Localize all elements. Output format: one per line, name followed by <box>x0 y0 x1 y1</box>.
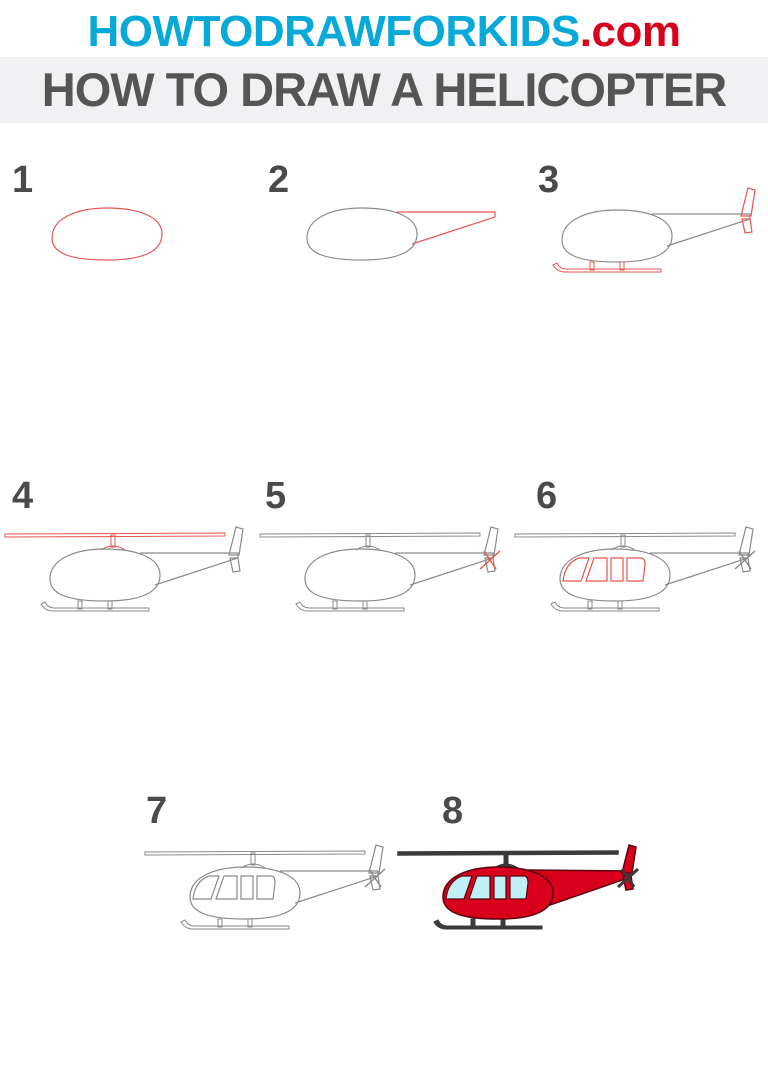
site-tld: .com <box>579 7 681 56</box>
site-logo[interactable]: HOWTODRAWFORKIDS.com <box>0 4 768 60</box>
tail-boom <box>652 213 751 247</box>
windows <box>192 875 276 900</box>
body <box>561 209 673 263</box>
step-1-drawing <box>51 207 163 261</box>
tail-fin <box>228 526 244 573</box>
tail-fin <box>740 187 756 234</box>
skids <box>552 261 662 273</box>
tail-rotor <box>734 550 756 570</box>
main-rotor <box>4 532 226 551</box>
step-5-drawing <box>259 526 501 612</box>
step-6-drawing <box>514 526 756 612</box>
site-name: HOWTODRAWFORKIDS <box>87 7 581 56</box>
main-rotor <box>144 850 366 869</box>
tail-fin <box>738 526 754 573</box>
step-number-6: 6 <box>536 475 558 517</box>
body <box>49 548 161 602</box>
windows <box>445 875 529 900</box>
step-number-2: 2 <box>268 159 290 201</box>
skids <box>433 918 543 930</box>
body <box>559 548 671 602</box>
body <box>304 548 416 602</box>
main-rotor <box>397 850 619 869</box>
tail-fin <box>368 844 384 891</box>
title-bar: HOW TO DRAW A HELICOPTER <box>0 57 768 123</box>
windows <box>562 557 646 582</box>
tail-boom <box>395 552 494 586</box>
tail-boom <box>280 870 379 904</box>
step-4-drawing <box>4 526 244 612</box>
body <box>51 207 163 261</box>
tail-rotor <box>364 868 386 888</box>
step-number-7: 7 <box>146 790 168 832</box>
skids <box>295 600 405 612</box>
step-number-4: 4 <box>12 475 34 517</box>
tail-fin <box>483 526 499 573</box>
tail-boom <box>140 552 239 586</box>
skids <box>180 918 290 930</box>
main-rotor <box>259 532 481 551</box>
main-rotor <box>514 532 736 551</box>
step-2-drawing <box>306 207 496 261</box>
body <box>306 207 418 261</box>
tail-rotor <box>616 867 640 889</box>
tail-boom <box>397 211 496 245</box>
step-number-3: 3 <box>538 159 560 201</box>
step-number-5: 5 <box>265 475 287 517</box>
skids <box>550 600 660 612</box>
step-number-1: 1 <box>12 159 34 201</box>
skids <box>40 600 150 612</box>
step-8-drawing <box>397 844 640 930</box>
body <box>189 866 301 920</box>
page-title: HOW TO DRAW A HELICOPTER <box>41 63 727 116</box>
step-7-drawing <box>144 844 386 930</box>
step-3-drawing <box>552 187 756 273</box>
tail-rotor <box>479 550 501 570</box>
step-number-8: 8 <box>442 790 464 832</box>
tail-boom <box>650 552 749 586</box>
